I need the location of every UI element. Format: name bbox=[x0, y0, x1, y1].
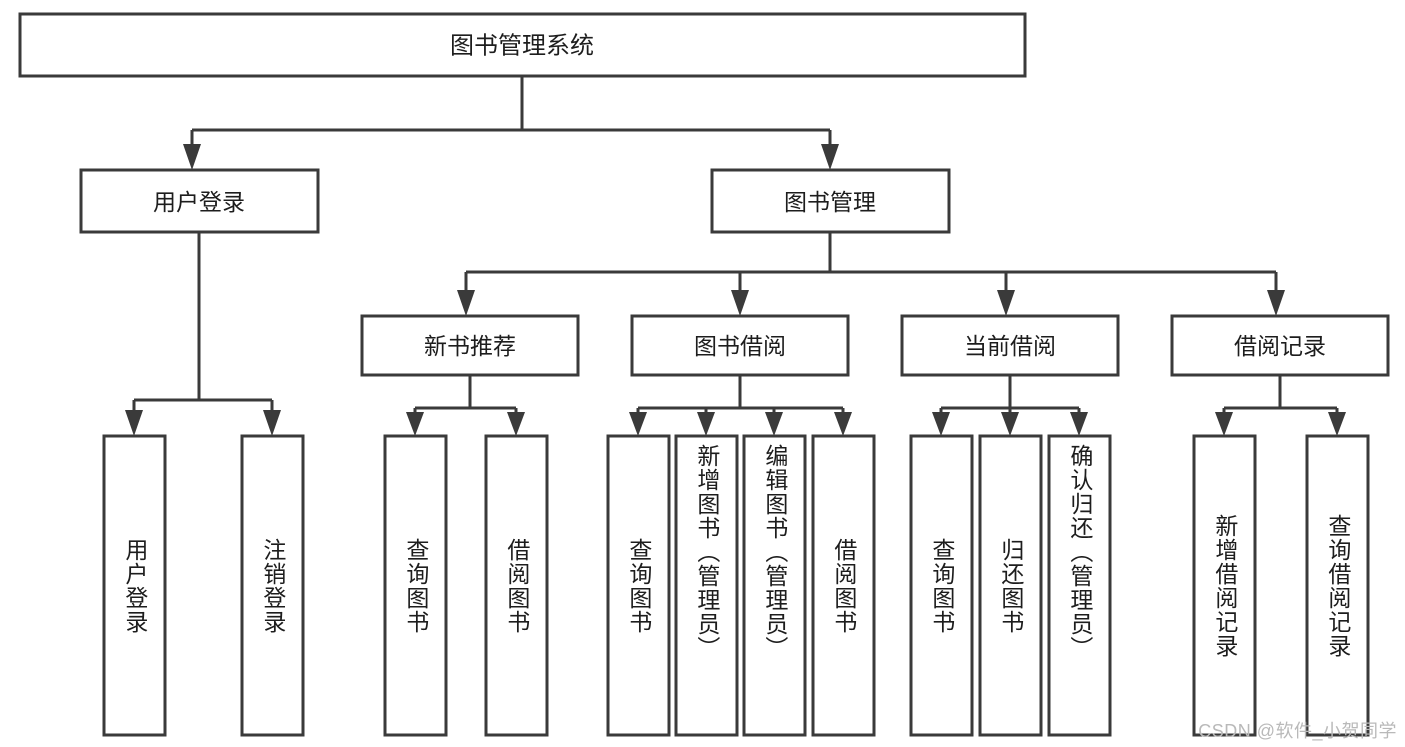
arrow-head-leaf-query-record bbox=[1328, 412, 1346, 436]
leaf-borrow-book-2-box[interactable] bbox=[811, 434, 876, 737]
node-book-manage-box[interactable] bbox=[710, 168, 951, 234]
arrow-head-borrow-record bbox=[1267, 290, 1285, 316]
arrow-head-leaf-return-book bbox=[1001, 412, 1019, 436]
arrow-head-new-book-recommend bbox=[457, 290, 475, 316]
node-new-book-recommend-box[interactable] bbox=[360, 314, 580, 377]
leaf-confirm-return-box[interactable] bbox=[1047, 434, 1112, 737]
node-new-book-recommend[interactable]: 新书推荐 bbox=[360, 314, 580, 377]
arrow-head-current-borrow bbox=[997, 290, 1015, 316]
leaf-query-record-box[interactable] bbox=[1305, 434, 1370, 737]
arrow-head-leaf-edit-book bbox=[765, 412, 783, 436]
arrow-head-leaf-add-book bbox=[697, 412, 715, 436]
node-root-label: 图书管理系统 bbox=[450, 33, 594, 60]
edge-group-new-book-recommend bbox=[406, 375, 525, 436]
arrow-head-leaf-user-login bbox=[125, 410, 143, 436]
leaf-boxes bbox=[102, 434, 1370, 737]
leaf-add-record-box[interactable] bbox=[1192, 434, 1257, 737]
leaf-borrow-book-1-box[interactable] bbox=[484, 434, 549, 737]
leaf-query-book-2-box[interactable] bbox=[606, 434, 671, 737]
node-book-manage-label: 图书管理 bbox=[784, 189, 876, 215]
node-borrow-record-label: 借阅记录 bbox=[1234, 333, 1326, 359]
edge-group-borrow-record bbox=[1215, 375, 1346, 436]
arrow-head-leaf-borrow-book-2 bbox=[834, 412, 852, 436]
node-book-manage[interactable]: 图书管理 bbox=[710, 168, 951, 234]
node-user-login-label: 用户登录 bbox=[153, 189, 245, 215]
node-root-box[interactable] bbox=[18, 12, 1027, 78]
node-user-login-box[interactable] bbox=[79, 168, 320, 234]
node-current-borrow[interactable]: 当前借阅 bbox=[900, 314, 1120, 377]
node-book-borrow-label: 图书借阅 bbox=[694, 333, 786, 359]
leaf-query-book-3-box[interactable] bbox=[909, 434, 974, 737]
arrow-head-leaf-confirm-return bbox=[1070, 412, 1088, 436]
arrow-head-leaf-add-record bbox=[1215, 412, 1233, 436]
edge-group-book-manage bbox=[457, 232, 1285, 316]
leaf-user-login-box[interactable] bbox=[102, 434, 167, 737]
node-book-borrow[interactable]: 图书借阅 bbox=[630, 314, 850, 377]
node-user-login[interactable]: 用户登录 bbox=[79, 168, 320, 234]
arrow-head-leaf-query-book-3 bbox=[932, 412, 950, 436]
leaf-add-book-box[interactable] bbox=[674, 434, 739, 737]
node-root[interactable]: 图书管理系统 bbox=[18, 12, 1027, 78]
node-current-borrow-label: 当前借阅 bbox=[964, 333, 1056, 359]
leaf-query-book-1-box[interactable] bbox=[383, 434, 448, 737]
arrow-head-leaf-user-logout bbox=[263, 410, 281, 436]
arrow-head-book-manage bbox=[821, 144, 839, 170]
node-new-book-recommend-label: 新书推荐 bbox=[424, 333, 516, 359]
arrow-head-leaf-query-book-1 bbox=[406, 412, 424, 436]
node-borrow-record[interactable]: 借阅记录 bbox=[1170, 314, 1390, 377]
node-book-borrow-box[interactable] bbox=[630, 314, 850, 377]
edge-group-root bbox=[183, 76, 839, 170]
node-current-borrow-box[interactable] bbox=[900, 314, 1120, 377]
edge-group-user-login bbox=[125, 232, 281, 436]
arrow-head-leaf-query-book-2 bbox=[629, 412, 647, 436]
node-borrow-record-box[interactable] bbox=[1170, 314, 1390, 377]
edge-group-book-borrow bbox=[629, 375, 852, 436]
edge-group-current-borrow bbox=[932, 375, 1088, 436]
leaf-edit-book-box[interactable] bbox=[742, 434, 807, 737]
arrow-head-user-login bbox=[183, 144, 201, 170]
leaf-return-book-box[interactable] bbox=[978, 434, 1043, 737]
leaf-user-logout-box[interactable] bbox=[240, 434, 305, 737]
arrow-head-leaf-borrow-book-1 bbox=[507, 412, 525, 436]
arrow-head-book-borrow bbox=[731, 290, 749, 316]
